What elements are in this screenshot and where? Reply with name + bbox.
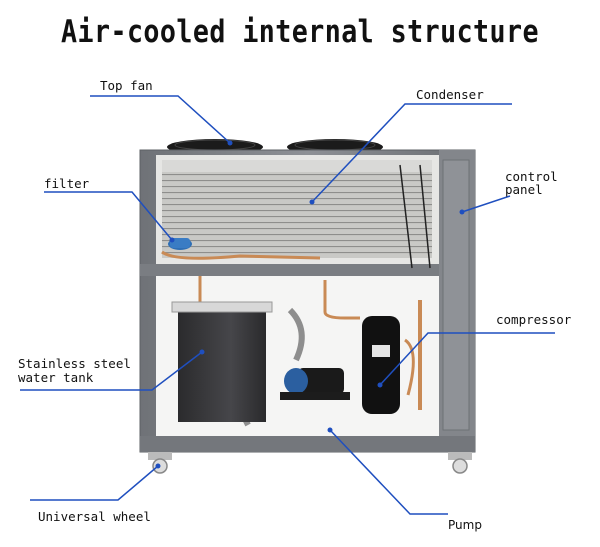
label-compressor: compressor (496, 312, 572, 327)
label-control-panel-line2: panel (505, 182, 543, 197)
label-universal-wheel: Universal wheel (38, 509, 151, 524)
condenser (162, 160, 432, 269)
callout-lines (20, 95, 555, 515)
label-top-fan: Top fan (100, 78, 153, 93)
label-pump: Pump (448, 518, 482, 532)
pump (280, 368, 350, 400)
stainless-steel-water-tank (171, 301, 273, 422)
callout-dots (155, 140, 465, 469)
label-condenser: Condenser (416, 87, 484, 102)
label-control-panel-line1: control (505, 169, 558, 184)
label-water-tank-line1: Stainless steel (18, 356, 131, 371)
compressor (362, 316, 400, 414)
label-filter: filter (44, 176, 90, 191)
page-title: Air-cooled internal structure (61, 14, 539, 50)
label-water-tank-line2: water tank (18, 370, 94, 385)
universal-wheel (148, 452, 472, 474)
